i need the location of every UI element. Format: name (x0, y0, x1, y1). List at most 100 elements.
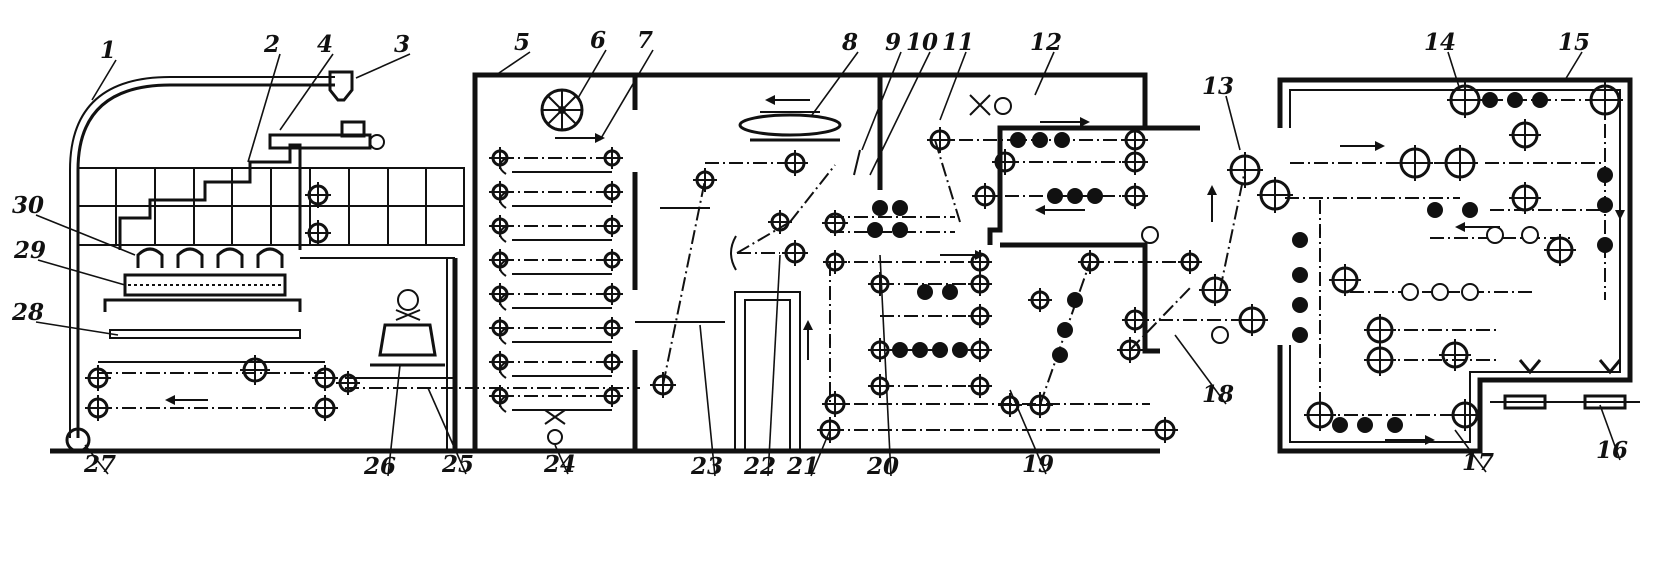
sprocket (1364, 344, 1396, 376)
loaf-filled (1292, 267, 1308, 283)
loaf-filled (1482, 92, 1498, 108)
callout-leader (939, 51, 967, 121)
loaf-filled (1332, 417, 1348, 433)
callout-label: 12 (1030, 29, 1062, 56)
pipe-outlet-3 (328, 70, 354, 102)
sprocket (489, 181, 511, 203)
callout-leader (699, 324, 716, 477)
callout-leader (1564, 51, 1583, 81)
loaf-filled (1597, 197, 1613, 213)
sprocket (489, 351, 511, 373)
callout-label: 17 (1462, 449, 1494, 476)
sprocket (601, 181, 623, 203)
proofing-shelf (489, 317, 623, 345)
loaf-filled (917, 284, 933, 300)
sprocket (1152, 417, 1178, 443)
sprocket (312, 395, 338, 421)
callout-leaders (35, 49, 1621, 477)
loaf-filled (1532, 92, 1548, 108)
loaf-filled (1067, 292, 1083, 308)
sprocket (1117, 337, 1143, 363)
callout-leader (35, 214, 136, 256)
top-feeder-4 (268, 133, 372, 150)
callout-label: 8 (841, 29, 858, 56)
callout-label: 14 (1424, 29, 1456, 56)
fan-6 (540, 88, 584, 132)
sprocket (822, 210, 848, 236)
sprocket (1442, 145, 1478, 181)
sprocket (1122, 307, 1148, 333)
sprocket (305, 220, 331, 246)
flow-arrows (165, 95, 1625, 445)
stepped-hopper (118, 143, 302, 250)
loaf-filled (1292, 297, 1308, 313)
sprocket (601, 147, 623, 169)
ventilator-12 (969, 94, 1012, 116)
loaf-hollow (1521, 226, 1539, 244)
sprocket (1439, 339, 1471, 371)
callout-leader (599, 49, 654, 141)
sprocket (1509, 119, 1541, 151)
sprocket (693, 168, 717, 192)
callout-leader (861, 51, 902, 151)
loaf-filled (942, 284, 958, 300)
callout-label: 21 (786, 453, 819, 480)
sprocket (336, 371, 360, 395)
callout-leader (91, 59, 117, 101)
sprocket (601, 317, 623, 339)
loaf-filled (1067, 188, 1083, 204)
callout-leader (1225, 95, 1241, 151)
callout-label: 18 (1202, 381, 1234, 408)
tray-bar (109, 329, 301, 339)
sprocket (823, 250, 847, 274)
callout-leader (577, 49, 607, 99)
callout-label: 28 (11, 299, 44, 326)
overhead-pipe (76, 83, 335, 438)
callout-label: 25 (441, 451, 474, 478)
loaf-hollow (1211, 326, 1229, 344)
callout-label: 30 (12, 192, 44, 219)
callout-label: 26 (363, 453, 396, 480)
sprocket (489, 215, 511, 237)
callout-leader (879, 254, 892, 477)
sprocket (489, 249, 511, 271)
sprocket (1257, 177, 1293, 213)
sprocket (1122, 183, 1148, 209)
loaf-filled (1597, 167, 1613, 183)
callout-leader (37, 259, 126, 286)
sprocket (1028, 288, 1052, 312)
sprocket (1329, 264, 1361, 296)
callout-label: 1 (100, 37, 116, 64)
feeder-pulley (369, 134, 385, 150)
loaf-filled (1597, 237, 1613, 253)
callout-leader (387, 364, 401, 477)
sprocket (650, 372, 676, 398)
callout-label: 3 (394, 31, 410, 58)
sprocket (1122, 149, 1148, 175)
sprocket (968, 374, 992, 398)
lower-left-conveyors (98, 361, 325, 409)
loaf-filled (952, 342, 968, 358)
sprocket (601, 385, 623, 407)
sprocket (1397, 145, 1433, 181)
sprocket (868, 338, 892, 362)
sprocket (1304, 399, 1336, 431)
feeder-motor (340, 120, 366, 138)
sprocket (312, 365, 338, 391)
sprocket (1447, 82, 1483, 118)
sprocket (1544, 234, 1576, 266)
loaf-hollow (1401, 283, 1419, 301)
proofing-shelf (489, 249, 623, 277)
callout-leader (84, 444, 109, 475)
loaf-filled (892, 200, 908, 216)
loaf-filled (932, 342, 948, 358)
loaf-filled (1292, 327, 1308, 343)
floor-roller-27 (65, 427, 91, 453)
sprocket (489, 385, 511, 407)
sprocket (601, 215, 623, 237)
sprocket (868, 272, 892, 296)
proofing-shelves (489, 147, 623, 413)
loaf-filled (1462, 202, 1478, 218)
